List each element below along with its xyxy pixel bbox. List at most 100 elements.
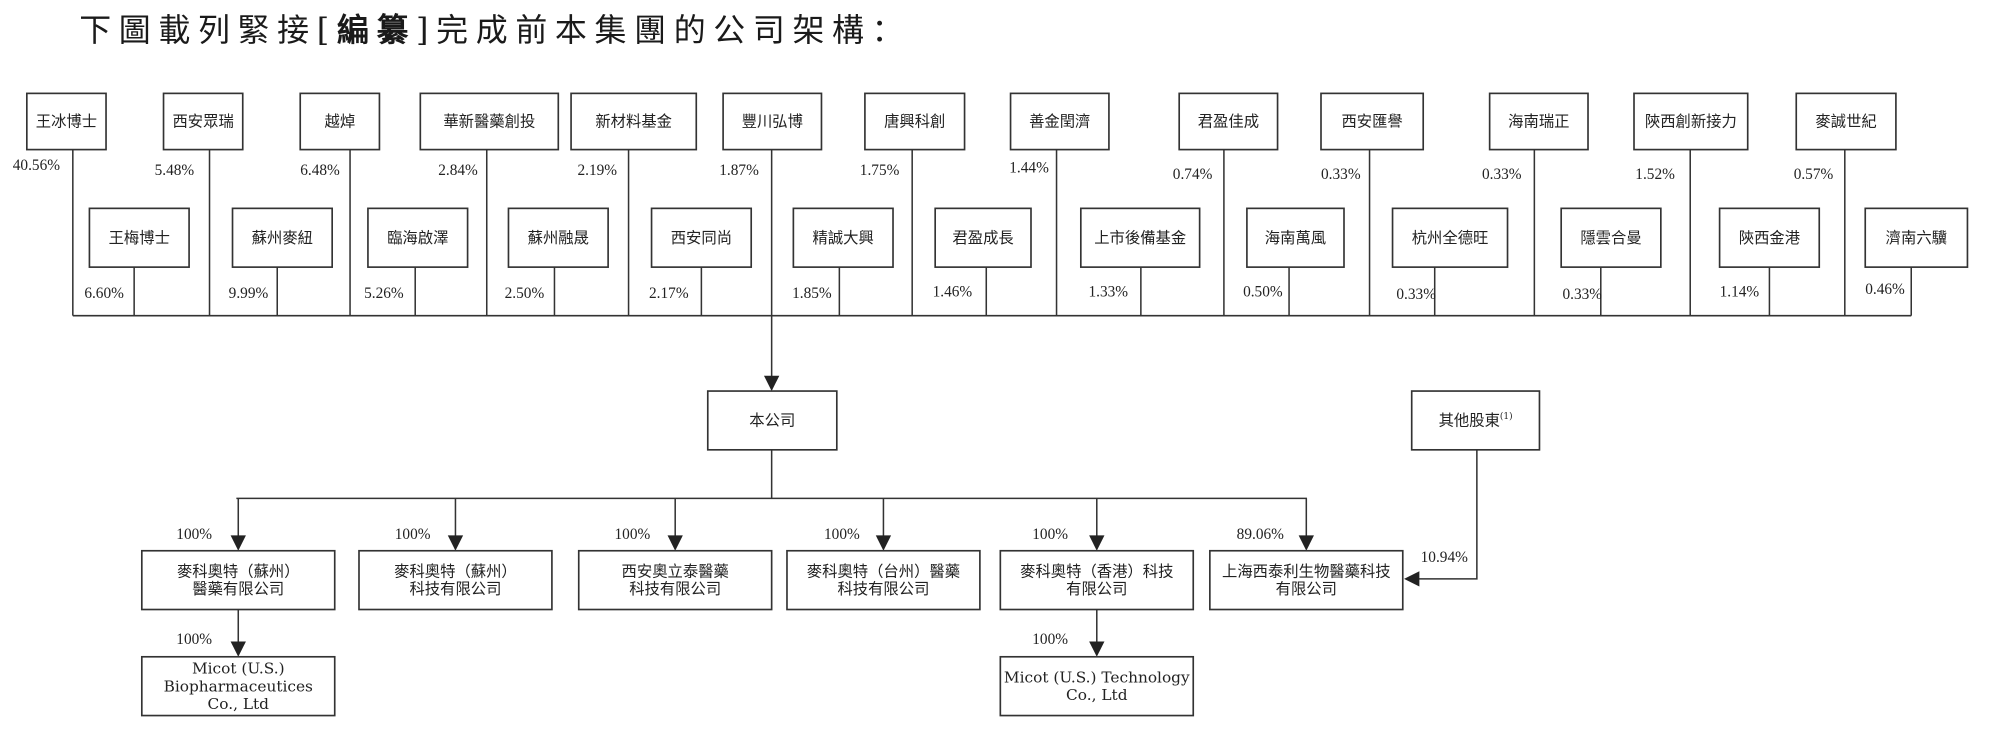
ownership-percentage: 100% xyxy=(176,526,212,543)
ownership-percentage: 40.56% xyxy=(13,157,60,174)
box-label: 西安同尚 xyxy=(671,229,732,247)
box-label: Micot (U.S.) xyxy=(192,659,285,677)
shareholder-box: 西安眾瑞 xyxy=(162,92,244,151)
arrow-down-icon xyxy=(230,535,246,551)
box-outline xyxy=(231,207,333,268)
shareholder-box: 海南瑞正 xyxy=(1488,92,1589,151)
shareholder-box: 豐川弘博 xyxy=(722,92,823,151)
box-outline xyxy=(1864,207,1969,268)
box-outline xyxy=(367,207,469,268)
shareholder-box: 海南萬風 xyxy=(1246,207,1345,268)
box-label: 科技有限公司 xyxy=(629,580,721,598)
ownership-percentage: 89.06% xyxy=(1237,526,1284,543)
box-label: 其他股東(1) xyxy=(1439,411,1513,429)
ownership-percentage: 6.48% xyxy=(300,162,340,179)
ownership-percentage: 5.26% xyxy=(364,285,404,302)
box-label: 君盈成長 xyxy=(952,229,1013,247)
box-label: 西安奧立泰醫藥 xyxy=(622,562,729,580)
box-outline xyxy=(1410,390,1541,451)
ownership-percentage: 0.33% xyxy=(1482,166,1522,183)
shareholder-box: 杭州全德旺 xyxy=(1391,207,1509,268)
shareholder-box: 君盈佳成 xyxy=(1178,92,1279,151)
box-outline xyxy=(507,207,609,268)
box-outline xyxy=(162,92,244,151)
shareholder-box: 上市後備基金 xyxy=(1079,207,1201,268)
ownership-percentage: 1.46% xyxy=(933,284,973,301)
ownership-percentage: 5.48% xyxy=(155,162,195,179)
ownership-percentage: 100% xyxy=(824,526,860,543)
ownership-percentage: 0.33% xyxy=(1562,286,1602,303)
box-label: 海南瑞正 xyxy=(1508,113,1569,131)
box-label: 麥科奧特（香港）科技 xyxy=(1020,562,1173,580)
box-label: 新材料基金 xyxy=(595,113,672,131)
box-label: 科技有限公司 xyxy=(409,580,501,598)
box-label: Micot (U.S.) Technology xyxy=(1004,668,1190,686)
box-outline xyxy=(786,549,981,611)
ownership-percentage: 100% xyxy=(176,631,212,648)
ownership-percentage: 2.17% xyxy=(649,285,689,302)
box-outline xyxy=(1560,207,1662,268)
arrow-down-icon xyxy=(1298,535,1314,551)
box-label: 陝西金港 xyxy=(1739,229,1801,247)
arrow-down-icon xyxy=(230,641,246,657)
box-outline xyxy=(419,92,560,151)
shareholder-box: 隱雲合曼 xyxy=(1560,207,1662,268)
other-shareholders-box: 其他股東(1) xyxy=(1410,390,1541,451)
box-label: 上市後備基金 xyxy=(1094,229,1186,247)
ownership-percentage: 0.50% xyxy=(1243,284,1283,301)
ownership-percentage: 100% xyxy=(1032,526,1068,543)
arrow-down-icon xyxy=(763,375,780,392)
box-label: 麥科奧特（蘇州） xyxy=(177,562,300,580)
box-outline xyxy=(1718,207,1821,268)
box-label: 王冰博士 xyxy=(36,113,97,131)
box-outline xyxy=(358,549,553,611)
box-label: 蘇州融晟 xyxy=(528,229,589,247)
ownership-percentage: 6.60% xyxy=(84,285,124,302)
ownership-percentage: 2.50% xyxy=(505,285,545,302)
box-outline xyxy=(1391,207,1509,268)
ownership-percentage: 10.94% xyxy=(1421,549,1468,566)
ownership-percentage: 1.85% xyxy=(792,285,832,302)
box-outline xyxy=(88,207,190,268)
ownership-percentage: 2.19% xyxy=(577,162,617,179)
subsidiary-box: 麥科奧特（香港）科技有限公司 xyxy=(999,549,1195,611)
box-label: 唐興科創 xyxy=(884,113,945,131)
ownership-percentage: 9.99% xyxy=(229,285,269,302)
box-label: 善金閏濟 xyxy=(1029,113,1090,131)
box-label: 蘇州麥紐 xyxy=(252,229,313,247)
box-label: 上海西泰利生物醫藥科技 xyxy=(1222,562,1391,580)
shareholder-box: 君盈成長 xyxy=(934,207,1032,268)
shareholder-box: 王梅博士 xyxy=(88,207,190,268)
ownership-percentage: 1.33% xyxy=(1088,284,1128,301)
box-outline xyxy=(1633,92,1749,151)
box-outline xyxy=(1209,549,1404,611)
box-label: 有限公司 xyxy=(1066,580,1127,598)
ownership-percentage: 1.52% xyxy=(1635,166,1675,183)
ownership-percentage: 1.87% xyxy=(719,162,759,179)
box-label: 豐川弘博 xyxy=(742,113,803,131)
ownership-percentage: 1.75% xyxy=(860,162,900,179)
ownership-percentage: 0.33% xyxy=(1321,166,1361,183)
shareholder-box: 唐興科創 xyxy=(864,92,966,151)
box-label: 王梅博士 xyxy=(109,229,170,247)
shareholder-box: 蘇州融晟 xyxy=(507,207,609,268)
ownership-percentage: 0.74% xyxy=(1173,166,1213,183)
box-outline xyxy=(25,92,107,151)
ownership-percentage: 2.84% xyxy=(438,162,478,179)
box-outline xyxy=(864,92,966,151)
box-outline xyxy=(140,655,336,717)
box-label: 科技有限公司 xyxy=(837,580,929,598)
box-outline xyxy=(722,92,823,151)
shareholder-box: 西安同尚 xyxy=(650,207,753,268)
box-label: 濟南六驥 xyxy=(1886,229,1947,247)
shareholder-box: 蘇州麥紐 xyxy=(231,207,333,268)
box-outline xyxy=(570,92,698,151)
box-outline xyxy=(1488,92,1589,151)
box-outline xyxy=(1795,92,1897,151)
shareholder-box: 新材料基金 xyxy=(570,92,698,151)
box-label: 醫藥有限公司 xyxy=(192,580,284,598)
